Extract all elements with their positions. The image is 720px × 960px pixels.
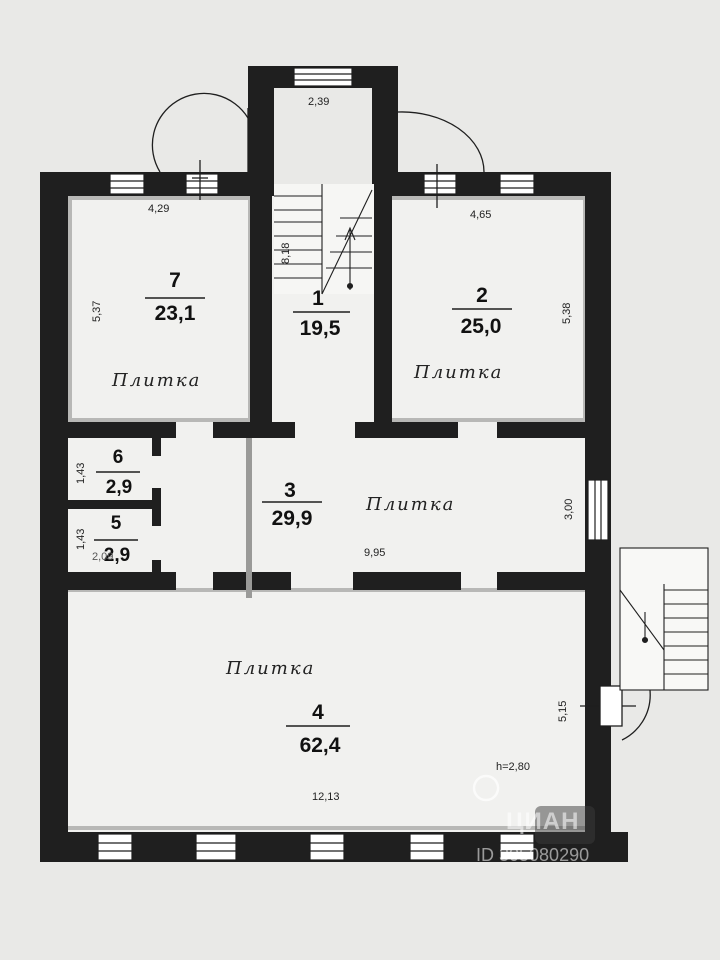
wall-room2-left [374, 196, 392, 422]
window-top-tower [293, 67, 353, 87]
dim-stair-length: 8,18 [280, 242, 292, 264]
wall-left [40, 172, 68, 862]
room-3-number: 3 [284, 479, 296, 502]
wall-wc-right-a [152, 438, 161, 456]
dim-room2-length: 5,38 [561, 302, 573, 324]
interior-stairs [274, 184, 374, 295]
ceiling-height: h=2,80 [496, 761, 530, 773]
window-top-left-2 [185, 173, 219, 195]
wall-row1-c [355, 422, 458, 438]
dim-room4-length: 12,13 [312, 791, 340, 803]
room-5-number: 5 [110, 513, 122, 534]
floor-label-room2: Плитка [414, 362, 504, 383]
room-5-area: 2,9 [103, 545, 131, 566]
dim-room2-width: 4,65 [470, 209, 492, 221]
room-2-area: 25,0 [460, 315, 502, 338]
watermark-icon [472, 774, 595, 844]
window-top-left [109, 173, 145, 195]
wall-room7-right [250, 196, 272, 422]
window-top-right [423, 173, 457, 195]
window-bottom-3 [309, 833, 345, 861]
dim-room7-width: 4,29 [148, 203, 170, 215]
wall-row1-d [497, 422, 587, 438]
floor-label-room7: Плитка [112, 370, 202, 391]
wall-row2-d [497, 572, 587, 590]
exterior-stairs [619, 547, 709, 691]
wall-row1-a [66, 422, 176, 438]
room-1-number: 1 [312, 287, 324, 310]
wall-top-left [40, 172, 270, 196]
window-bottom-2 [195, 833, 237, 861]
windows [97, 67, 609, 861]
wall-wc-right-c [152, 560, 161, 572]
wall-top-right [375, 172, 611, 196]
wall-wc-divider [66, 500, 160, 509]
dim-room4-width: 5,15 [557, 700, 569, 722]
room-4-number: 4 [312, 701, 324, 724]
room-7-number: 7 [169, 269, 181, 292]
window-right-hall [587, 479, 609, 541]
room-7-area: 23,1 [154, 302, 196, 325]
wall-wc-right-b [152, 488, 161, 526]
room-number-lines [94, 297, 512, 727]
inner-walls [66, 196, 587, 598]
dim-room5-length: 1,43 [75, 528, 87, 550]
window-bottom-5 [499, 833, 535, 861]
room-6-area: 2,9 [105, 477, 133, 498]
wall-row2-c [353, 572, 461, 590]
window-bottom-4 [409, 833, 445, 861]
door-arc-top-left [151, 92, 249, 173]
room-4-area: 62,4 [299, 734, 341, 757]
floor-label-room4: Плитка [226, 658, 316, 679]
room-6-number: 6 [112, 447, 124, 468]
door-arc-top-right [397, 111, 485, 173]
dim-room5-width: 2,09 [92, 551, 114, 563]
wall-row2-a [66, 572, 176, 590]
room-1-area: 19,5 [299, 317, 341, 340]
room-3-area: 29,9 [271, 507, 313, 530]
wall-room3-left [246, 438, 252, 598]
dim-hall-width: 3,00 [563, 498, 575, 520]
room-2-number: 2 [476, 284, 488, 307]
dim-room7-length: 5,37 [91, 300, 103, 322]
window-top-right-2 [499, 173, 535, 195]
watermark-brand: ЦИАН [506, 808, 580, 835]
watermark-id: ID 305080290 [476, 845, 590, 865]
window-bottom-1 [97, 833, 133, 861]
wall-row1-b [213, 422, 295, 438]
dim-hall-length: 9,95 [364, 547, 386, 559]
floor-label-room3: Плитка [366, 494, 456, 515]
dim-room6-length: 1,43 [75, 462, 87, 484]
dim-porch-top-width: 2,39 [308, 96, 330, 108]
